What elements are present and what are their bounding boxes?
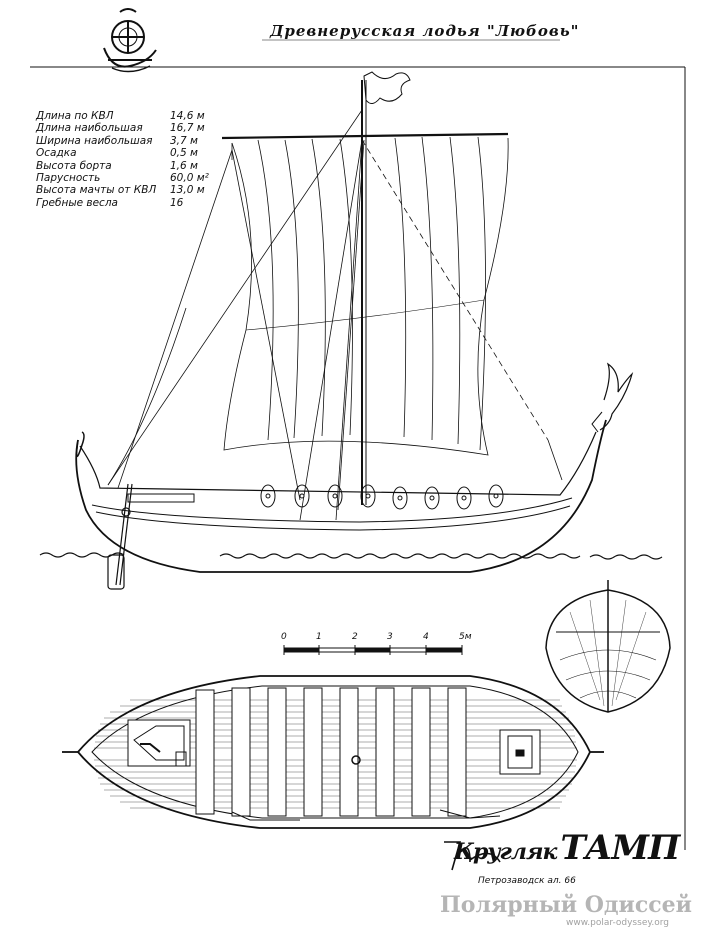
scale-bar	[283, 645, 463, 655]
scale-tick-label: 5м	[459, 632, 472, 642]
yard	[221, 132, 509, 140]
brand-code-text: ал. 66	[547, 876, 576, 886]
spec-row: Длина по КВЛ 14,6 м	[36, 110, 230, 122]
steering-oar	[107, 483, 133, 590]
spec-row: Длина наибольшая 16,7 м	[36, 122, 230, 134]
spec-row: Высота борта 1,6 м	[36, 160, 230, 172]
spec-value: 3,7 м	[170, 134, 198, 147]
spec-label: Ширина наибольшая	[36, 134, 153, 147]
signature-text: Кругляк	[454, 839, 557, 865]
scale-tick-label: 1	[316, 632, 322, 642]
spec-value: 0,5 м	[170, 147, 198, 160]
scale-tick-label: 2	[352, 632, 358, 642]
emblem-logo	[103, 8, 157, 73]
spec-value: 1,6 м	[170, 159, 198, 172]
spec-label: Осадка	[36, 147, 77, 160]
pennant-flag	[363, 71, 411, 104]
brand-city-text: Петрозаводск	[478, 876, 545, 886]
mast-step	[351, 755, 361, 765]
scale-tick-label: 4	[423, 632, 429, 642]
spec-row: Парусность 60,0 м²	[36, 172, 230, 184]
watermark-url: www.polar-odyssey.org	[566, 918, 670, 928]
brand-name: ТАМП	[560, 828, 680, 868]
spec-row: Гребные весла 16	[36, 197, 230, 209]
spec-value: 14,6 м	[170, 110, 205, 122]
watermark: Полярный Одиссей	[440, 892, 692, 918]
stern-post	[599, 362, 634, 431]
drawing-title: Древнерусская лодья "Любовь"	[270, 22, 580, 40]
signature-flourish	[444, 841, 501, 871]
scale-tick-label: 3	[387, 632, 393, 642]
mast	[361, 71, 411, 505]
spec-value: 60,0 м²	[170, 172, 209, 185]
spec-value: 13,0 м	[170, 184, 205, 197]
hull-side-view	[75, 362, 634, 573]
spec-label: Длина по КВЛ	[36, 110, 114, 122]
scale-tick-label: 0	[281, 632, 287, 642]
waterline	[39, 552, 663, 560]
brand-city: Петрозаводск ал. 66	[478, 876, 576, 886]
hull-cross-section	[545, 580, 671, 713]
spec-label: Парусность	[36, 172, 101, 185]
spec-row: Ширина наибольшая 3,7 м	[36, 135, 230, 147]
spec-value: 16	[170, 196, 184, 209]
spec-value: 16,7 м	[170, 122, 205, 135]
specifications-table: Длина по КВЛ 14,6 м Длина наибольшая 16,7 …	[36, 110, 230, 209]
spec-label: Высота борта	[36, 159, 112, 172]
shields	[260, 484, 504, 510]
spec-row: Высота мачты от КВЛ 13,0 м	[36, 184, 230, 196]
sail	[223, 136, 509, 456]
rigging	[107, 109, 563, 521]
spec-row: Осадка 0,5 м	[36, 147, 230, 159]
spec-label: Длина наибольшая	[36, 122, 143, 135]
hull-plan-view	[62, 675, 604, 829]
cabin	[127, 493, 195, 503]
spec-label: Высота мачты от КВЛ	[36, 184, 157, 197]
spec-label: Гребные весла	[36, 196, 118, 209]
